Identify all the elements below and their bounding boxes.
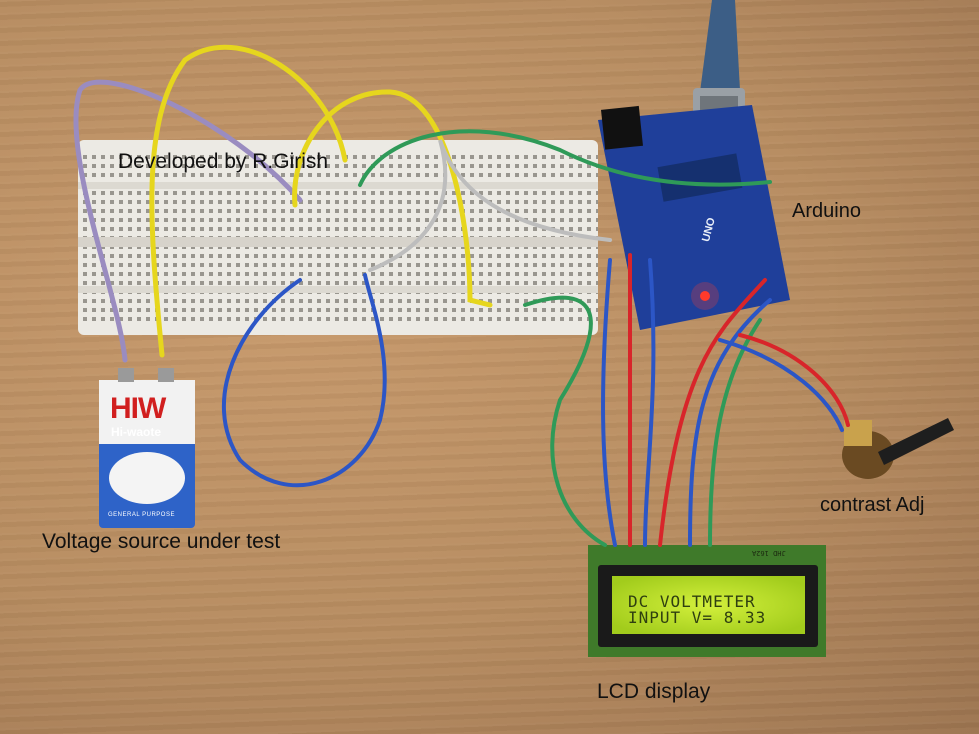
caption-lcd-display: LCD display [597, 680, 711, 703]
lcd-line-2: INPUT V= 8.33 [628, 608, 767, 627]
lcd-module [588, 545, 826, 657]
caption-voltage-source: Voltage source under test [42, 530, 281, 553]
battery [99, 368, 195, 528]
jumper-wires [73, 44, 850, 547]
caption-contrast: contrast Adj [820, 494, 925, 516]
battery-model: Hi-waote [111, 425, 162, 439]
caption-arduino: Arduino [792, 200, 861, 222]
potentiometer [842, 418, 954, 479]
lcd-module-label: JHD 162A [752, 549, 786, 557]
lcd-line-1: DC VOLTMETER [628, 592, 756, 611]
battery-footer: GENERAL PURPOSE [108, 512, 175, 518]
arduino-board [598, 105, 790, 330]
battery-brand: HIW [110, 392, 166, 425]
caption-developer: Developed by R.Girish [118, 150, 329, 173]
